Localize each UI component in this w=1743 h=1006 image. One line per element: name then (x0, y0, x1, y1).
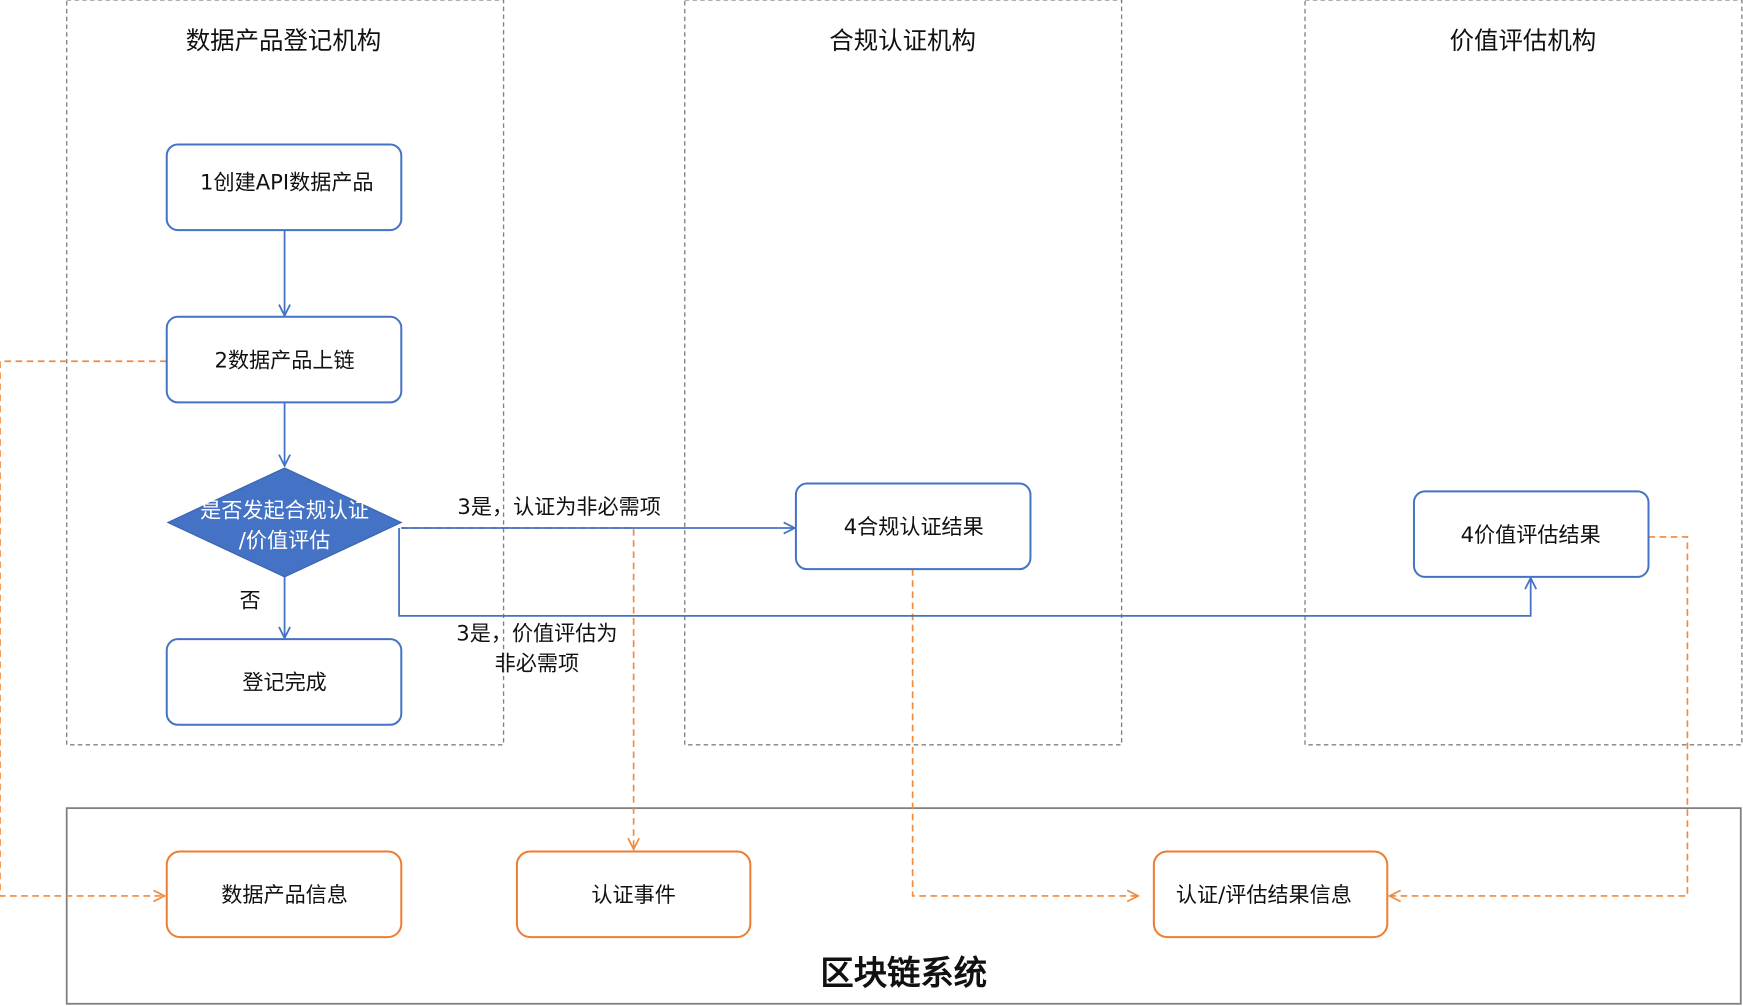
node-decision[interactable]: 是否发起合规认证 /价值评估 (166, 467, 403, 578)
edge-label-no: 否 (240, 587, 261, 612)
lane-title: 数据产品登记机构 (186, 26, 382, 55)
node-label: 认证事件 (591, 882, 675, 907)
node-cert-event[interactable]: 认证事件 (515, 850, 752, 939)
node-registration-done[interactable]: 登记完成 (165, 638, 403, 726)
edge-label-yes-val: 3是，价值评估为 (456, 621, 617, 646)
node-label: /价值评估 (239, 527, 331, 552)
node-label: 是否发起合规认证 (200, 497, 369, 522)
node-label: 2数据产品上链 (215, 347, 355, 372)
node-label: 1创建API数据产品 (200, 169, 373, 194)
lane-title: 合规认证机构 (829, 26, 976, 55)
node-product-onchain[interactable]: 2数据产品上链 (165, 315, 403, 404)
node-product-info[interactable]: 数据产品信息 (165, 850, 403, 939)
edge-onchain-to-product-info (0, 360, 167, 896)
node-label: 认证/评估结果信息 (1176, 882, 1352, 907)
node-result-info[interactable]: 认证/评估结果信息 (1152, 850, 1389, 939)
edge-decision-to-cert-event (401, 527, 633, 849)
edge-label-yes-val-2: 非必需项 (495, 651, 579, 676)
node-create-api-product[interactable]: 1创建API数据产品 (165, 143, 403, 232)
lane-compliance: 合规认证机构 (684, 0, 1123, 746)
node-label: 4价值评估结果 (1461, 522, 1601, 547)
node-compliance-result[interactable]: 4合规认证结果 (794, 482, 1032, 571)
node-label: 4合规认证结果 (844, 514, 984, 539)
lane-valuation: 价值评估机构 (1304, 0, 1743, 746)
lane-registry: 数据产品登记机构 (66, 0, 505, 746)
node-label: 数据产品信息 (221, 882, 348, 907)
node-valuation-result[interactable]: 4价值评估结果 (1412, 490, 1650, 578)
lane-title: 价值评估机构 (1450, 26, 1597, 55)
node-label: 登记完成 (242, 670, 326, 695)
edge-label-yes-cert: 3是，认证为非必需项 (457, 494, 660, 519)
blockchain-title: 区块链系统 (820, 953, 987, 992)
edge-valuation-to-result-info (1390, 536, 1689, 896)
blockchain-system: 区块链系统 (65, 807, 1742, 1005)
edge-decision-to-valuation (398, 528, 1531, 617)
edge-compliance-to-result-info (911, 569, 1139, 896)
